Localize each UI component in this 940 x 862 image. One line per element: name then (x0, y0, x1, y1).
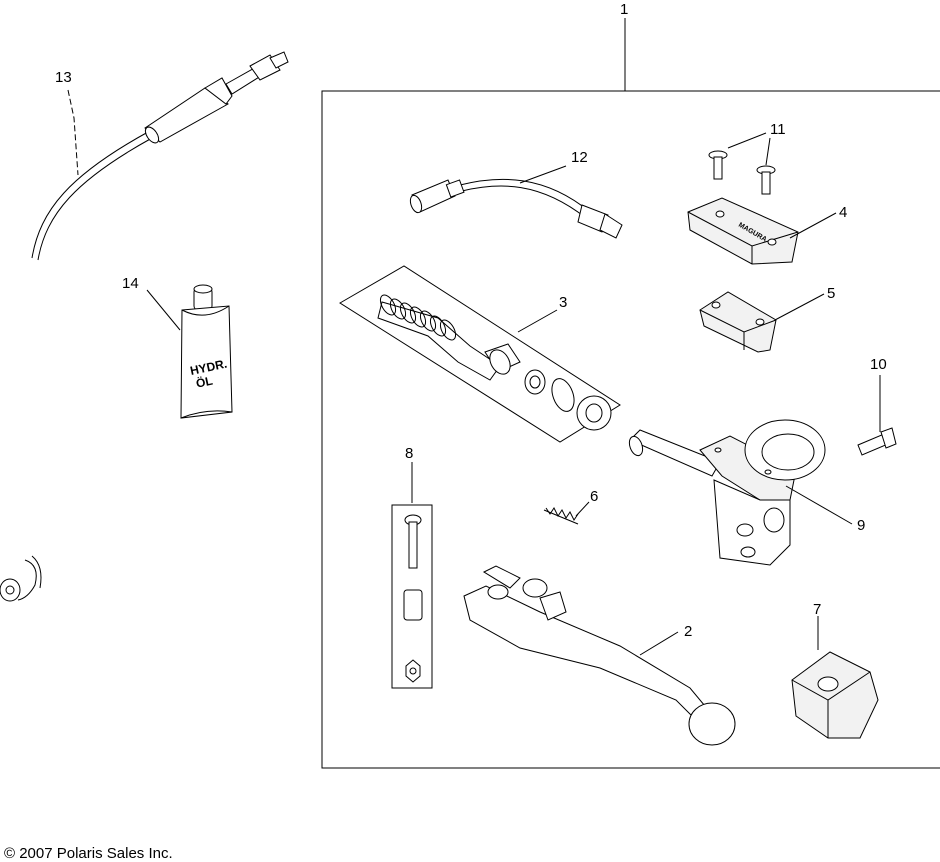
callout-10: 10 (870, 356, 887, 373)
callout-13: 13 (55, 69, 72, 86)
callout-2: 2 (684, 623, 692, 640)
part-5-diaphragm (699, 291, 777, 353)
callout-8: 8 (405, 445, 413, 462)
callout-7: 7 (813, 601, 821, 618)
callout-1: 1 (620, 1, 628, 18)
leader-lines (67, 89, 881, 656)
part-6-spring (543, 507, 579, 525)
bottle-label-line2: ÖL (195, 373, 214, 391)
part-2-brake-lever (463, 565, 736, 746)
callout-14: 14 (122, 275, 139, 292)
callout-9: 9 (857, 517, 865, 534)
part-3-piston-kit (339, 265, 621, 443)
part-7-bracket (791, 651, 879, 739)
callout-4: 4 (839, 204, 847, 221)
copyright-notice: © 2007 Polaris Sales Inc. (4, 845, 173, 862)
callout-3: 3 (559, 294, 567, 311)
part-9-master-cylinder (628, 419, 826, 566)
part-11-screws (708, 150, 776, 195)
banjo-fitting (0, 555, 42, 602)
assembly-frame (321, 18, 940, 769)
part-12-brake-line (409, 178, 623, 239)
part-13-hose (31, 51, 289, 261)
callout-6: 6 (590, 488, 598, 505)
part-10-bolt (857, 427, 897, 456)
part-8-pin-kit (391, 504, 433, 689)
callout-5: 5 (827, 285, 835, 302)
callout-11: 11 (770, 121, 786, 138)
callout-labels: 1 2 3 4 5 6 7 8 9 10 11 12 13 14 (55, 1, 887, 640)
part-14-oil-bottle: HYDR. ÖL (180, 284, 233, 419)
part-4-reservoir-cap: MAGURA (687, 197, 799, 265)
callout-12: 12 (571, 149, 588, 166)
